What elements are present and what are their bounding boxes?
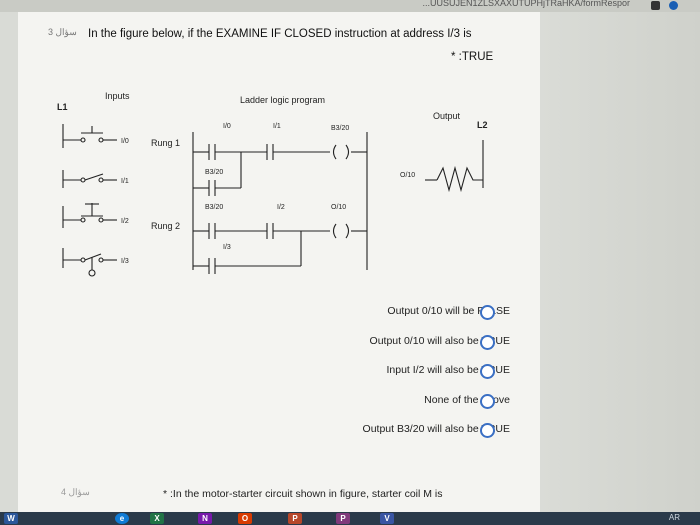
powerpoint-app-icon[interactable]: P — [288, 513, 302, 524]
addr-i1: I/1 — [273, 123, 281, 130]
input-label-i1: I/1 — [121, 178, 129, 185]
option-5-label[interactable]: Output B3/20 will also be TRUE — [362, 423, 510, 435]
option-2-radio[interactable] — [480, 335, 495, 350]
option-1-radio[interactable] — [480, 305, 495, 320]
tray-language[interactable]: AR — [668, 513, 680, 522]
option-5-radio[interactable] — [480, 423, 495, 438]
option-3-label[interactable]: Input I/2 will also be TRUE — [386, 364, 510, 376]
addr-b320-rung2: B3/20 — [205, 204, 223, 211]
visio-app-icon[interactable]: V — [380, 513, 394, 524]
onenote-app-icon[interactable]: N — [198, 513, 212, 524]
option-3-radio[interactable] — [480, 364, 495, 379]
addr-i0: I/0 — [223, 123, 231, 130]
option-2-label[interactable]: Output 0/10 will also be TRUE — [369, 335, 510, 347]
inputs-heading: Inputs — [105, 91, 130, 101]
taskbar: W e X N O P P V AR — [0, 512, 700, 525]
edge-app-icon[interactable]: e — [115, 513, 129, 524]
addr-i3: I/3 — [223, 244, 231, 251]
option-4-radio[interactable] — [480, 394, 495, 409]
question-number: 3 سؤال — [48, 27, 77, 37]
addr-b320-branch: B3/20 — [205, 169, 223, 176]
next-question-number: 4 سؤال — [61, 487, 90, 497]
excel-app-icon[interactable]: X — [150, 513, 164, 524]
input-label-i3: I/3 — [121, 258, 129, 265]
ladder-heading: Ladder logic program — [240, 95, 325, 105]
option-4-label[interactable]: None of the above — [424, 394, 510, 406]
rung-2-label: Rung 2 — [151, 221, 180, 231]
background-pane — [540, 12, 700, 512]
word-app-icon[interactable]: W — [4, 513, 18, 524]
outlook-app-icon[interactable]: O — [238, 513, 252, 524]
next-question-text: * :In the motor-starter circuit shown in… — [163, 488, 443, 500]
status-icon — [669, 1, 678, 10]
addr-o10-output: O/10 — [400, 172, 415, 179]
form-page — [18, 12, 540, 512]
addr-b320-coil: B3/20 — [331, 125, 349, 132]
question-text: In the figure below, if the EXAMINE IF C… — [88, 28, 472, 40]
output-heading: Output — [433, 111, 461, 121]
input-label-i2: I/2 — [121, 218, 129, 225]
ladder-diagram-figure: Inputs Ladder logic program Output L1 L2… — [57, 91, 488, 277]
browser-top-bar: ...UUSUJEN1ZLSXAXUTUPHjTRaHKA/formRespor — [0, 0, 700, 12]
question-required-mark: * :TRUE — [451, 51, 494, 63]
l1-label: L1 — [57, 102, 68, 112]
addr-i2: I/2 — [277, 204, 285, 211]
option-1-label[interactable]: Output 0/10 will be FALSE — [387, 305, 510, 317]
input-label-i0: I/0 — [121, 138, 129, 145]
addr-o10-coil: O/10 — [331, 204, 346, 211]
battery-icon — [651, 1, 660, 10]
url-text: ...UUSUJEN1ZLSXAXUTUPHjTRaHKA/formRespor — [422, 0, 630, 8]
l2-label: L2 — [477, 120, 488, 130]
publisher-app-icon[interactable]: P — [336, 513, 350, 524]
rung-1-label: Rung 1 — [151, 138, 180, 148]
